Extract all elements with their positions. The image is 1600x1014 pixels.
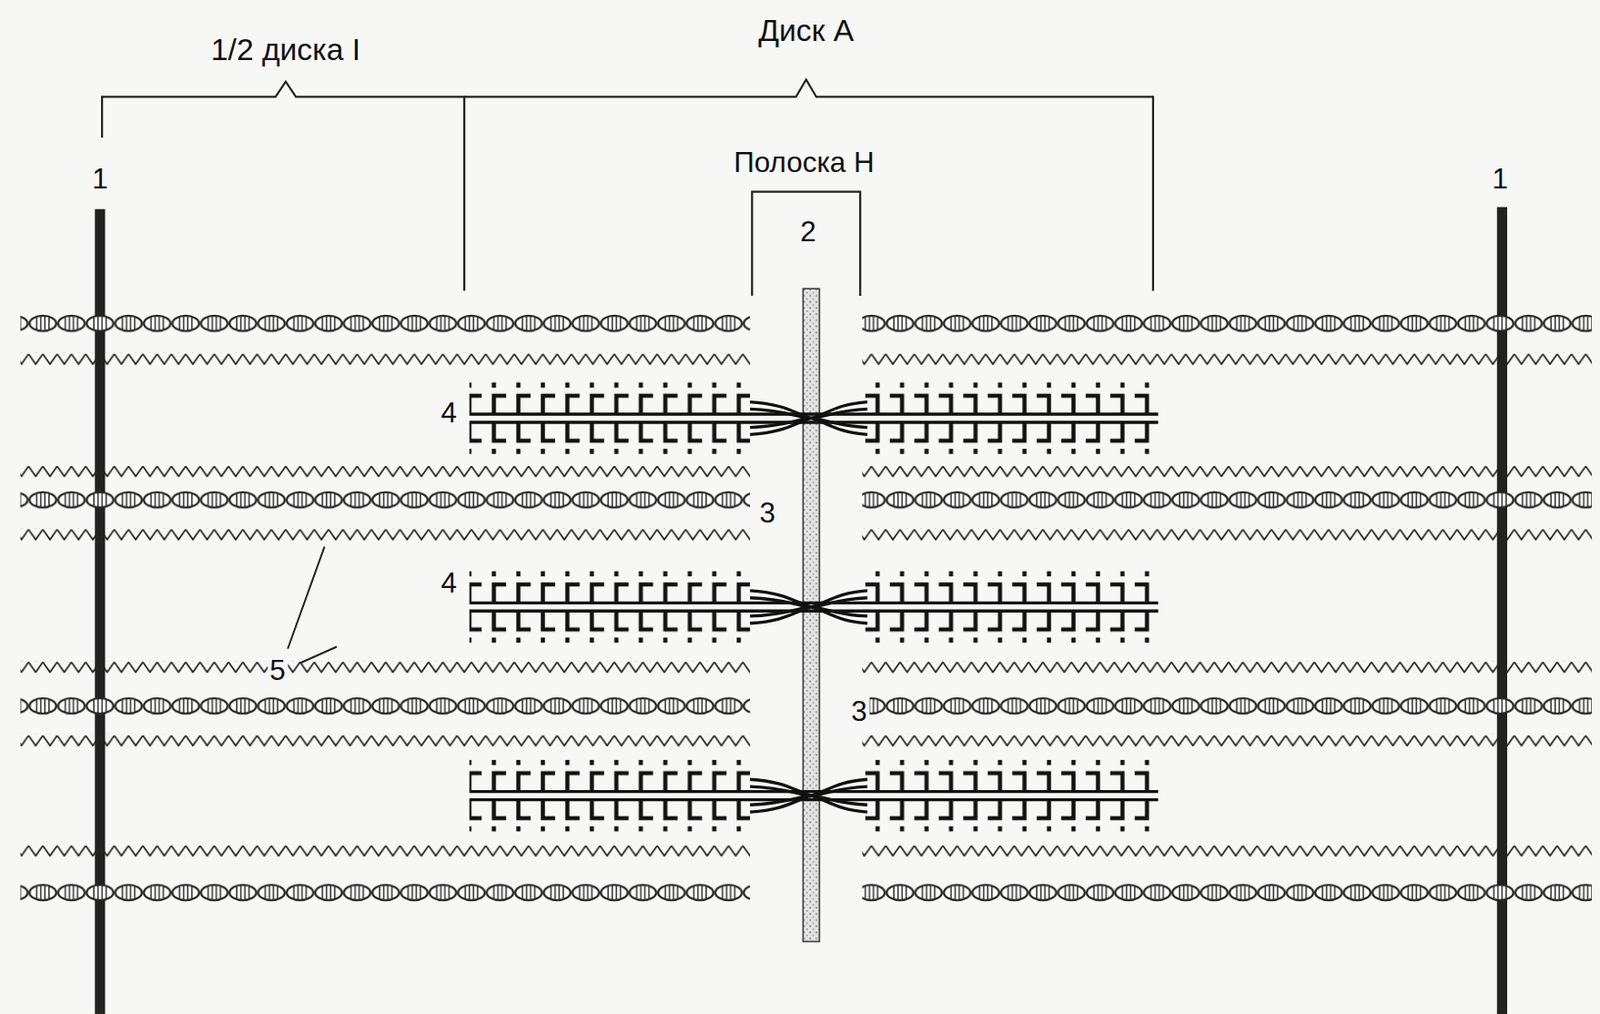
callout-number: 3 (757, 498, 778, 531)
bracket-label: 1/2 диска I (209, 31, 364, 66)
callout-number: 4 (438, 567, 459, 600)
callout-number: 4 (438, 397, 459, 430)
callout-number: 1 (1489, 163, 1510, 196)
callout-number: 1 (90, 163, 111, 196)
callout-number: 5 (267, 655, 288, 688)
callout-number: 3 (849, 696, 870, 729)
callout-number: 2 (798, 216, 819, 249)
bracket-label: Диск А (756, 13, 856, 48)
bracket-label: Полоска Н (731, 147, 877, 180)
